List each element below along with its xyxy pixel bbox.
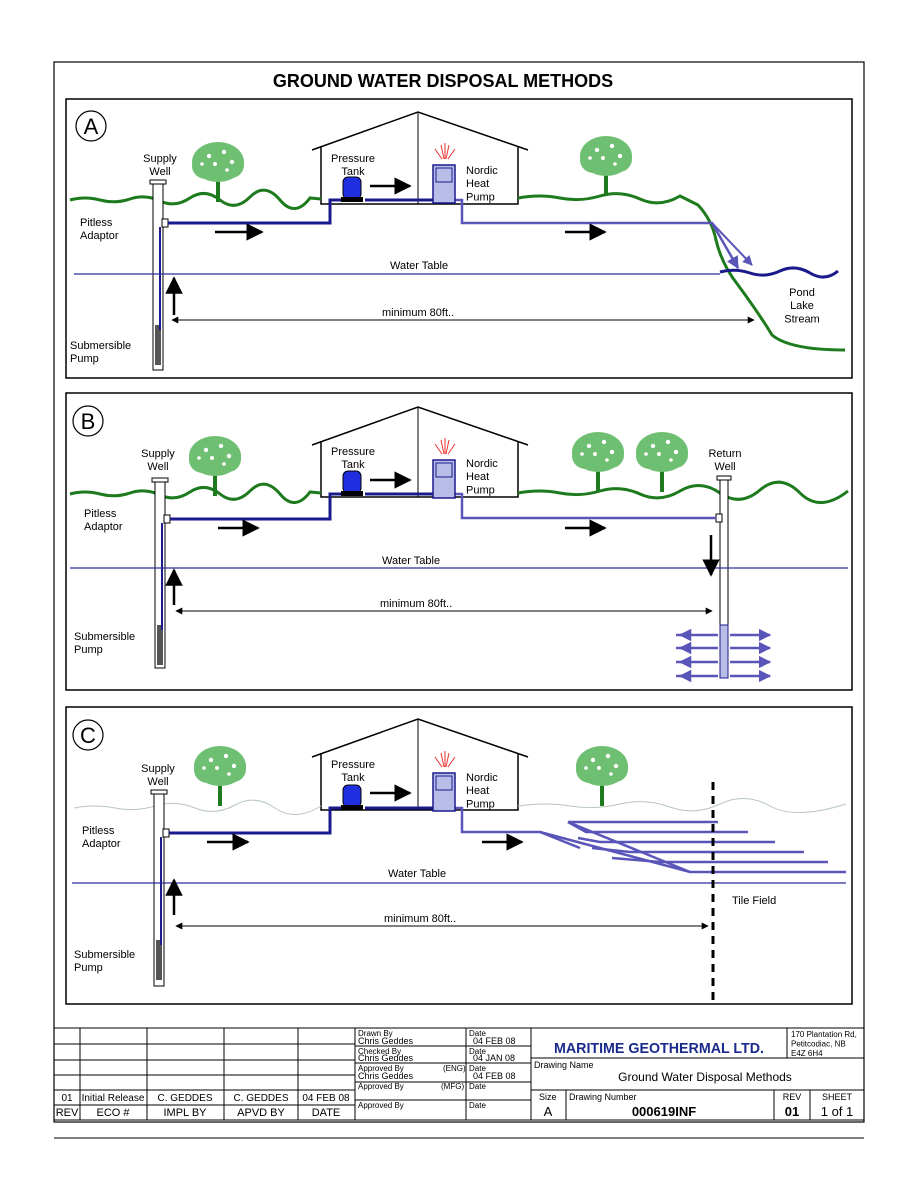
apvd-header: APVD BY [237,1107,285,1119]
drawn-date-label: Date [469,1029,486,1038]
drawing-name-label: Drawing Name [534,1060,594,1070]
size-value: A [544,1104,553,1119]
checked-date-label: Date [469,1047,486,1056]
rev-header: REV [56,1107,79,1119]
drawing-info-block: MARITIME GEOTHERMAL LTD. 170 Plantation … [534,1030,857,1119]
eco-header: ECO # [96,1107,130,1119]
approved-eng: Chris Geddes [358,1071,414,1081]
panel-c-water-table: Water Table [388,868,446,880]
panel-b-letter: B [81,409,96,434]
drawn-by: Chris Geddes [358,1036,414,1046]
approved-mfg-label: Approved By [358,1082,404,1091]
approved-mfg-date-label: Date [469,1082,486,1091]
panel-a-letter: A [84,114,99,139]
rev-block-value: 01 [785,1104,799,1119]
size-label: Size [539,1092,557,1102]
drawing-name: Ground Water Disposal Methods [618,1070,792,1084]
date-header: DATE [312,1107,341,1119]
panel-c-tile-field: Tile Field [732,895,776,907]
drawing-number: 000619INF [632,1104,696,1119]
drawing-number-label: Drawing Number [569,1092,637,1102]
sheet-label: SHEET [822,1092,853,1102]
eco-cell: Initial Release [82,1093,145,1104]
company-logo: MARITIME GEOTHERMAL LTD. [554,1040,764,1057]
revision-table: 01 Initial Release C. GEDDES C. GEDDES 0… [56,1093,350,1119]
panel-b: B [65,392,853,691]
panel-a-water-table: Water Table [390,260,448,272]
rev-cell: 01 [61,1093,73,1104]
sheet-value: 1 of 1 [821,1104,854,1119]
panel-b-minimum-distance: minimum 80ft.. [380,598,452,610]
approved-eng-label: Approved By [358,1064,404,1073]
drawn-date: 04 FEB 08 [473,1036,516,1046]
title-block [53,1027,865,1139]
approved-label: Approved By [358,1101,404,1110]
approved-date-label: Date [469,1101,486,1110]
impl-header: IMPL BY [164,1107,208,1119]
apvd-cell: C. GEDDES [233,1093,288,1104]
page-title: GROUND WATER DISPOSAL METHODS [273,71,613,91]
panel-c-minimum-distance: minimum 80ft.. [384,913,456,925]
mfg-tag: (MFG) [441,1082,464,1091]
rev-block-label: REV [783,1092,802,1102]
checked-by-label: Checked By [358,1047,401,1056]
impl-cell: C. GEDDES [157,1093,212,1104]
date-cell: 04 FEB 08 [302,1093,350,1104]
panel-a-minimum-distance: minimum 80ft.. [382,307,454,319]
drawn-by-label: Drawn By [358,1029,393,1038]
approved-eng-date-label: Date [469,1064,486,1073]
panel-b-water-table: Water Table [382,555,440,567]
eng-tag: (ENG) [443,1064,466,1073]
approvals-block: Drawn By Chris Geddes Date 04 FEB 08 Che… [358,1029,516,1110]
approved-eng-date: 04 FEB 08 [473,1071,516,1081]
checked-date: 04 JAN 08 [473,1053,515,1063]
panel-c-letter: C [80,723,96,748]
checked-by: Chris Geddes [358,1053,414,1063]
